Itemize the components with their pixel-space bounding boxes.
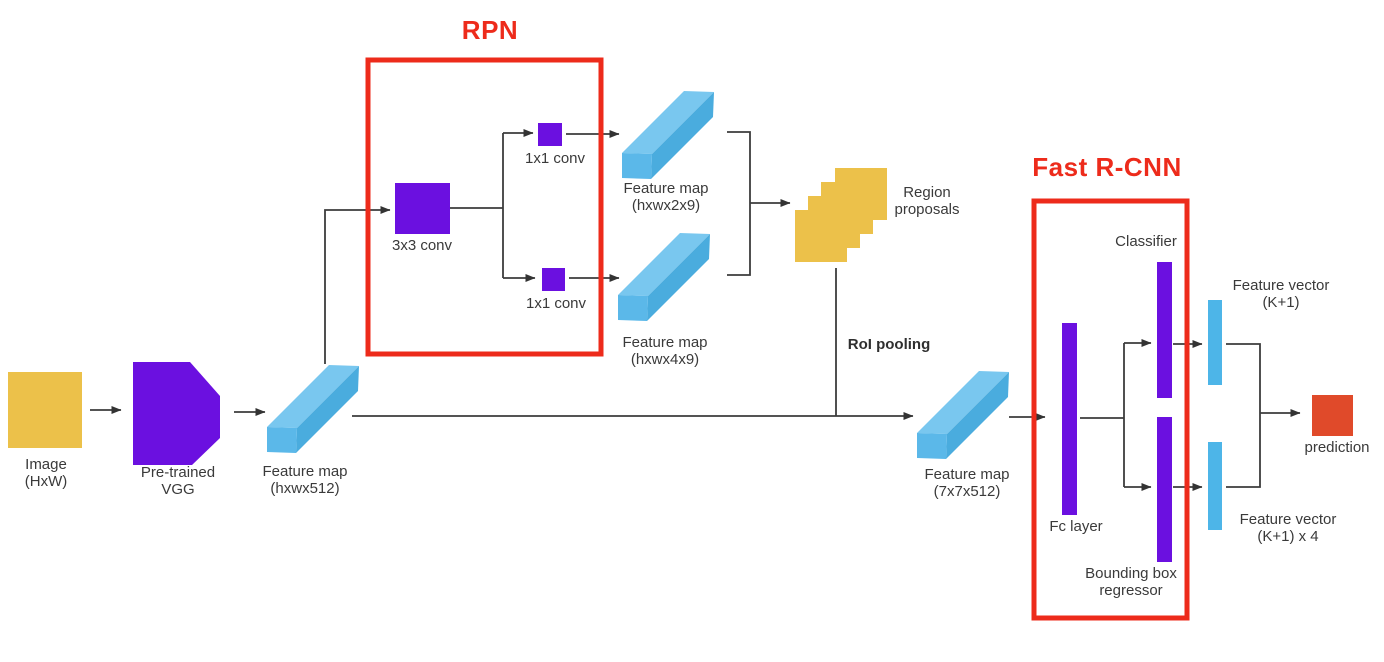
feature-map-512-label: Feature map (hxwx512)	[262, 463, 348, 497]
label-line: Feature vector	[1239, 511, 1337, 528]
label-line: Feature vector	[1232, 277, 1330, 294]
connector-lines	[90, 129, 1301, 491]
label-line: Fc layer	[1049, 518, 1103, 535]
bracket-feature-vectors	[1226, 343, 1261, 488]
rpn-box	[365, 57, 604, 357]
label-line: Image	[25, 456, 67, 473]
bracket-feature-maps	[727, 131, 751, 276]
label-line: Bounding box	[1085, 565, 1177, 582]
label-line: Classifier	[1115, 233, 1177, 250]
fast-rcnn-title: Fast R-CNN	[1032, 152, 1182, 182]
label-line: VGG	[161, 480, 195, 498]
feature-map-7x7-label: Feature map (7x7x512)	[924, 466, 1010, 500]
conv3x3-label: 3x3 conv	[391, 237, 453, 255]
feature-map-512-bar	[267, 365, 359, 453]
label-line: (hxwx512)	[270, 479, 340, 497]
label-line: (hxwx2x9)	[631, 196, 701, 214]
label-line: 3x3 conv	[391, 237, 453, 254]
region-proposal-square	[835, 168, 887, 220]
label-line: (hxwx4x9)	[630, 350, 700, 368]
label-line: Feature map	[623, 180, 709, 197]
classifier-label: Classifier	[1115, 233, 1177, 251]
feature-map-4x9-label: Feature map (hxwx4x9)	[622, 334, 708, 368]
region-proposals-stack	[795, 168, 887, 262]
conv1x1-top-node	[538, 123, 562, 146]
label-line: (K+1) x 4	[1257, 527, 1319, 545]
conv1x1-top-label: 1x1 conv	[524, 150, 586, 168]
label-line: prediction	[1304, 439, 1370, 456]
rpn-title: RPN	[461, 15, 519, 45]
region-proposals-label: Region proposals	[894, 184, 960, 218]
fc-layer-label: Fc layer	[1049, 518, 1103, 536]
label-line: regressor	[1099, 581, 1163, 599]
fc-layer-bar	[1062, 323, 1077, 515]
conv1x1-bottom-label: 1x1 conv	[525, 295, 587, 313]
label-line: Region	[903, 184, 951, 201]
vgg-label: Pre-trained VGG	[140, 464, 216, 498]
label-line: 1x1 conv	[525, 295, 587, 312]
image-label: Image (HxW)	[24, 456, 68, 490]
feature-vector-cls-bar	[1208, 300, 1222, 385]
feature-vector-reg-label: Feature vector (K+1) x 4	[1239, 511, 1337, 545]
label-line: proposals	[894, 200, 960, 218]
label-line: 1x1 conv	[524, 150, 586, 167]
feature-vector-reg-bar	[1208, 442, 1222, 530]
label-line: (K+1)	[1262, 293, 1300, 311]
feature-map-7x7-bar	[917, 371, 1009, 459]
vgg-node	[133, 362, 220, 465]
label-line: (7x7x512)	[933, 482, 1001, 500]
label-line: RoI pooling	[847, 336, 931, 353]
bbox-regressor-label: Bounding box regressor	[1085, 565, 1177, 599]
label-line: Pre-trained	[140, 464, 216, 481]
feature-map-4x9-bar	[618, 233, 710, 321]
label-line: Feature map	[262, 463, 348, 480]
label-line: Feature map	[622, 334, 708, 351]
prediction-label: prediction	[1304, 439, 1370, 457]
feature-map-2x9-bar	[622, 91, 714, 179]
bbox-regressor-bar	[1157, 417, 1172, 562]
fast-rcnn-box	[1031, 198, 1190, 621]
feature-vector-cls-label: Feature vector (K+1)	[1232, 277, 1330, 311]
label-line: (HxW)	[24, 472, 68, 490]
roi-pooling-label: RoI pooling	[847, 336, 931, 354]
feature-map-2x9-label: Feature map (hxwx2x9)	[623, 180, 709, 214]
label-line: Feature map	[924, 466, 1010, 483]
classifier-bar	[1157, 262, 1172, 398]
conv1x1-bottom-node	[542, 268, 565, 291]
prediction-node	[1312, 395, 1353, 436]
arrow-featuremap-to-rpn	[324, 206, 391, 364]
conv3x3-node	[395, 183, 450, 234]
image-node	[8, 372, 82, 448]
